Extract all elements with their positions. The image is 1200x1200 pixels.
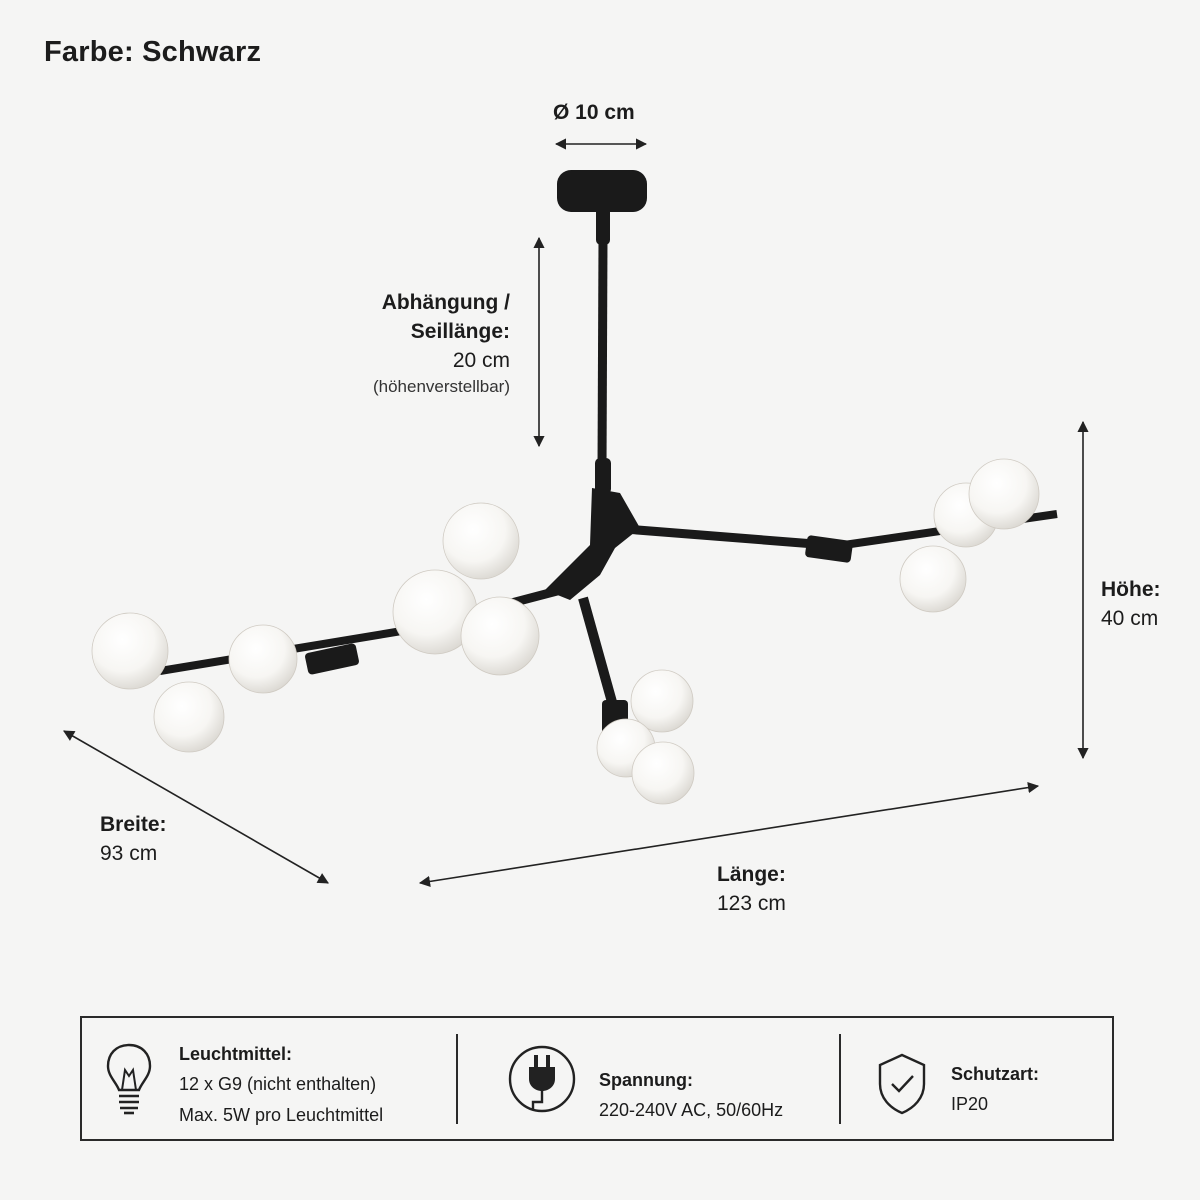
bulb-heading: Leuchtmittel: [179, 1044, 293, 1064]
length-value: 123 cm [717, 892, 786, 915]
length-arrow [418, 782, 1040, 887]
protection-spec: Schutzart: IP20 [951, 1059, 1039, 1120]
globe [228, 624, 298, 694]
globe [631, 741, 695, 805]
spec-infobox: Leuchtmittel: 12 x G9 (nicht enthalten) … [80, 1016, 1114, 1141]
globe [153, 681, 225, 753]
dimension-arrows [63, 138, 1089, 887]
page-title: Farbe: Schwarz [44, 36, 262, 68]
height-value: 40 cm [1101, 607, 1159, 630]
suspension-note: (höhenverstellbar) [372, 377, 510, 396]
height-label: Höhe: [1101, 578, 1161, 601]
width-label: Breite: [100, 813, 167, 836]
suspension-value: 20 cm [452, 349, 510, 372]
bulb-line1: 12 x G9 (nicht enthalten) [179, 1074, 377, 1094]
voltage-line1: 220-240V AC, 50/60Hz [599, 1100, 784, 1120]
voltage-spec: Spannung: 220-240V AC, 50/60Hz [599, 1065, 783, 1126]
length-label: Länge: [717, 863, 786, 886]
protection-heading: Schutzart: [951, 1064, 1040, 1084]
length-label-group: Länge: 123 cm [717, 860, 786, 918]
glass-globes [91, 458, 1040, 805]
globe [630, 669, 694, 733]
globe [442, 502, 520, 580]
bulb-spec: Leuchtmittel: 12 x G9 (nicht enthalten) … [179, 1039, 383, 1131]
voltage-heading: Spannung: [599, 1070, 693, 1090]
width-value: 93 cm [100, 842, 158, 865]
width-arrow [63, 730, 329, 884]
ceiling-canopy [557, 170, 647, 212]
suspension-label-line1: Abhängung / [381, 291, 510, 314]
globe [460, 596, 540, 676]
globe [899, 545, 967, 613]
width-label-group: Breite: 93 cm [100, 810, 167, 868]
shield-check-icon [878, 1053, 926, 1115]
globe [968, 458, 1040, 530]
suspension-label-line2: Seillänge: [410, 320, 510, 343]
spec-divider [839, 1034, 841, 1124]
height-label-group: Höhe: 40 cm [1101, 575, 1161, 633]
suspension-label-group: Abhängung / Seillänge: 20 cm (höhenverst… [300, 288, 510, 399]
bulb-line2: Max. 5W pro Leuchtmittel [179, 1105, 384, 1125]
light-bulb-icon [106, 1043, 152, 1115]
globe [91, 612, 169, 690]
protection-line1: IP20 [951, 1094, 989, 1114]
diameter-label: Ø 10 cm [553, 101, 635, 124]
power-plug-icon [508, 1045, 576, 1113]
spec-divider [456, 1034, 458, 1124]
